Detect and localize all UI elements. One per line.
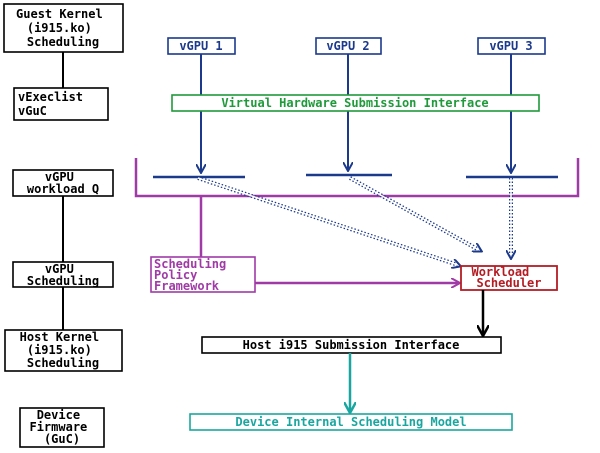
stage-label-line: Guest Kernel [16, 7, 103, 21]
stage-label-line: vGuC [18, 104, 47, 118]
queue-1-dispatch-arrow-inner [197, 177, 459, 266]
svg-text:Device Firmware (G: Device Firmware (GuC) [29, 408, 94, 446]
left-stage-vgpu-scheduling: vGPU Scheduling [12, 261, 114, 288]
policy-framework-line: Framework [154, 279, 220, 293]
host-interface-box: Host i915 Submission Interface [201, 336, 502, 354]
stage-label-line: Host Kernel [20, 330, 99, 344]
vgpu-down-arrows [201, 54, 511, 172]
scheduling-policy-framework-box: Scheduling Policy Framework [150, 256, 256, 293]
stage-label-line: Device [37, 408, 80, 422]
stage-label-line: Scheduling [27, 35, 99, 49]
stage-label-line: (GuC) [44, 432, 80, 446]
workload-scheduler-line: Scheduler [476, 276, 541, 290]
vgpu-3-box: vGPU 3 [477, 37, 546, 55]
svg-text:Host Kernel (i915.ko): Host Kernel (i915.ko) Scheduling [20, 330, 107, 370]
svg-text:Scheduling Policy: Scheduling Policy Framework [154, 257, 233, 293]
vgpu-1-box: vGPU 1 [167, 37, 236, 55]
stage-label-line: Firmware [29, 420, 87, 434]
vgpu-2-box: vGPU 2 [315, 37, 382, 55]
workload-scheduler-box: Workload Scheduler [460, 265, 558, 291]
stage-label-line: Scheduling [27, 274, 99, 288]
left-stage-device-firmware: Device Firmware (GuC) [19, 407, 105, 448]
workload-queue-bars [153, 173, 558, 179]
stage-label-line: vExeclist [18, 90, 83, 104]
stage-label-line: workload Q [27, 182, 99, 196]
svg-text:vExeclist vGuC: vExeclist vGuC [18, 90, 90, 118]
svg-text:vGPU Scheduling: vGPU Scheduling [27, 262, 99, 288]
device-model-label: Device Internal Scheduling Model [235, 415, 466, 429]
vgpu-2-label: vGPU 2 [326, 39, 369, 53]
svg-text:Workload Scheduler: Workload Scheduler [471, 265, 541, 290]
policy-framework-line: Policy [154, 268, 197, 282]
vgpu-1-label: vGPU 1 [179, 39, 222, 53]
stage-label-line: Scheduling [27, 356, 99, 370]
left-stage-host-kernel: Host Kernel (i915.ko) Scheduling [4, 329, 123, 372]
virtual-hw-interface-box: Virtual Hardware Submission Interface [171, 94, 540, 112]
workload-scheduler-line: Workload [471, 265, 529, 279]
queue-to-scheduler-arrows [197, 176, 511, 266]
stage-label-line: (i915.ko) [27, 343, 92, 357]
left-stage-vgpu-workload-q: vGPU workload Q [12, 169, 114, 197]
host-interface-label: Host i915 Submission Interface [243, 338, 460, 352]
left-stage-guest-kernel: Guest Kernel (i915.ko) Scheduling [3, 3, 124, 53]
stage-label-line: (i915.ko) [27, 21, 92, 35]
stage-label-line: vGPU [45, 262, 74, 276]
workload-queue-bracket [134, 158, 580, 198]
device-model-box: Device Internal Scheduling Model [189, 413, 513, 431]
policy-framework-line: Scheduling [154, 257, 226, 271]
svg-text:Guest Kernel (i915.ko): Guest Kernel (i915.ko) Scheduling [16, 7, 110, 49]
stage-label-line: vGPU [45, 170, 74, 184]
left-stage-vexeclist: vExeclist vGuC [13, 87, 109, 121]
virtual-hw-interface-label: Virtual Hardware Submission Interface [221, 96, 488, 110]
vgpu-3-label: vGPU 3 [489, 39, 532, 53]
svg-text:vGPU workload Q: vGPU workload Q [27, 170, 99, 196]
queue-2-dispatch-arrow-inner [349, 177, 480, 251]
